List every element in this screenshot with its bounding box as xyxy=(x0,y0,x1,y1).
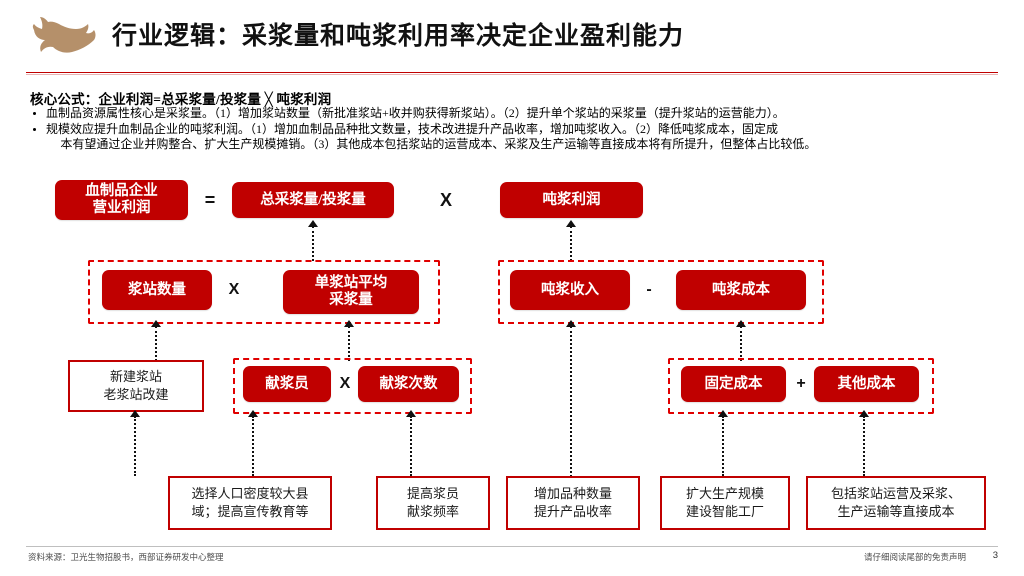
arrow-station-count xyxy=(151,320,161,327)
box-total-plasma[interactable]: 总采浆量/投浆量 xyxy=(232,182,394,218)
core-formula-line: 核心公式：企业利润=总采浆量/投浆量 ╳ 吨浆利润 xyxy=(30,92,332,107)
arrow-donor xyxy=(248,410,258,417)
bullet-text-2a: 规模效应提升血制品企业的吨浆利润。（1）增加血制品品种批文数量，技术改进提升产品… xyxy=(46,122,779,136)
connector-new-station xyxy=(134,416,136,476)
header-divider xyxy=(26,72,998,73)
bullet-text-1: 血制品资源属性核心是采浆量。（1）增加浆站数量（新批准浆站+收并购获得新浆站）。… xyxy=(46,106,785,120)
flow-diagram: 血制品企业 营业利润 = 总采浆量/投浆量 X 吨浆利润 浆站数量 X 单浆站平… xyxy=(0,160,1024,540)
connector-ton-cost xyxy=(740,326,742,361)
connector-donation-frequency xyxy=(410,416,412,476)
box-note-scale-production[interactable]: 扩大生产规模 建设智能工厂 xyxy=(660,476,790,530)
connector-other-cost xyxy=(863,416,865,476)
connector-avg-station xyxy=(348,326,350,361)
arrow-ton-profit xyxy=(566,220,576,227)
box-donation-frequency[interactable]: 献浆次数 xyxy=(358,366,459,402)
arrow-ton-revenue xyxy=(566,320,576,327)
arrow-other-cost xyxy=(859,410,869,417)
dashed-group-plasma-volume xyxy=(88,260,440,324)
arrow-fixed-cost xyxy=(718,410,728,417)
box-new-station[interactable]: 新建浆站 老浆站改建 xyxy=(68,360,204,412)
operator-equals: = xyxy=(204,189,216,210)
operator-times-row3: X xyxy=(339,375,351,392)
list-item: 规模效应提升血制品企业的吨浆利润。（1）增加血制品品种批文数量，技术改进提升产品… xyxy=(30,122,1005,152)
header-divider-light xyxy=(26,74,998,75)
box-note-direct-cost[interactable]: 包括浆站运营及采浆、 生产运输等直接成本 xyxy=(806,476,986,530)
page-title: 行业逻辑：采浆量和吨浆利用率决定企业盈利能力 xyxy=(112,23,685,50)
operator-minus: - xyxy=(646,281,652,298)
dashed-group-cost xyxy=(668,358,934,414)
box-ton-cost[interactable]: 吨浆成本 xyxy=(676,270,806,310)
box-note-product-variety[interactable]: 增加品种数量 提升产品收率 xyxy=(506,476,640,530)
connector-ton-profit xyxy=(570,226,572,261)
arrow-ton-cost xyxy=(736,320,746,327)
source-note: 资料来源：卫光生物招股书，西部证券研发中心整理 xyxy=(28,552,224,562)
footer-divider xyxy=(26,546,998,547)
box-note-population-density[interactable]: 选择人口密度较大县 域；提高宣传教育等 xyxy=(168,476,332,530)
box-donor[interactable]: 献浆员 xyxy=(243,366,331,402)
connector-total-plasma xyxy=(312,226,314,261)
box-ton-profit[interactable]: 吨浆利润 xyxy=(500,182,643,218)
bullet-text-2b: 本有望通过企业并购整合、扩大生产规模摊销。（3）其他成本包括浆站的运营成本、采浆… xyxy=(60,137,817,151)
arrow-total-plasma xyxy=(308,220,318,227)
connector-station-count xyxy=(155,326,157,361)
page-number: 3 xyxy=(992,550,998,561)
box-fixed-cost[interactable]: 固定成本 xyxy=(681,366,786,402)
slide-header: 行业逻辑：采浆量和吨浆利用率决定企业盈利能力 xyxy=(0,0,1024,75)
box-operating-profit[interactable]: 血制品企业 营业利润 xyxy=(55,180,188,220)
bullet-list: 血制品资源属性核心是采浆量。（1）增加浆站数量（新批准浆站+收并购获得新浆站）。… xyxy=(30,106,1005,153)
connector-donor xyxy=(252,416,254,476)
box-other-cost[interactable]: 其他成本 xyxy=(814,366,919,402)
box-note-donation-frequency[interactable]: 提高浆员 献浆频率 xyxy=(376,476,490,530)
box-avg-station-volume[interactable]: 单浆站平均 采浆量 xyxy=(283,270,419,314)
connector-ton-revenue xyxy=(570,326,572,481)
dashed-group-ton-profit xyxy=(498,260,824,324)
list-item: 血制品资源属性核心是采浆量。（1）增加浆站数量（新批准浆站+收并购获得新浆站）。… xyxy=(30,106,1005,121)
box-ton-revenue[interactable]: 吨浆收入 xyxy=(510,270,630,310)
box-station-count[interactable]: 浆站数量 xyxy=(102,270,212,310)
arrow-new-station xyxy=(130,410,140,417)
operator-plus: + xyxy=(796,375,806,392)
bull-logo-icon xyxy=(26,16,106,60)
operator-times-row1: X xyxy=(439,189,452,210)
arrow-donation-frequency xyxy=(406,410,416,417)
operator-times-row2: X xyxy=(228,281,240,298)
arrow-avg-station xyxy=(344,320,354,327)
connector-fixed-cost xyxy=(722,416,724,476)
disclaimer-note: 请仔细阅读尾部的免责声明 xyxy=(863,552,966,562)
dashed-group-donor xyxy=(233,358,472,414)
